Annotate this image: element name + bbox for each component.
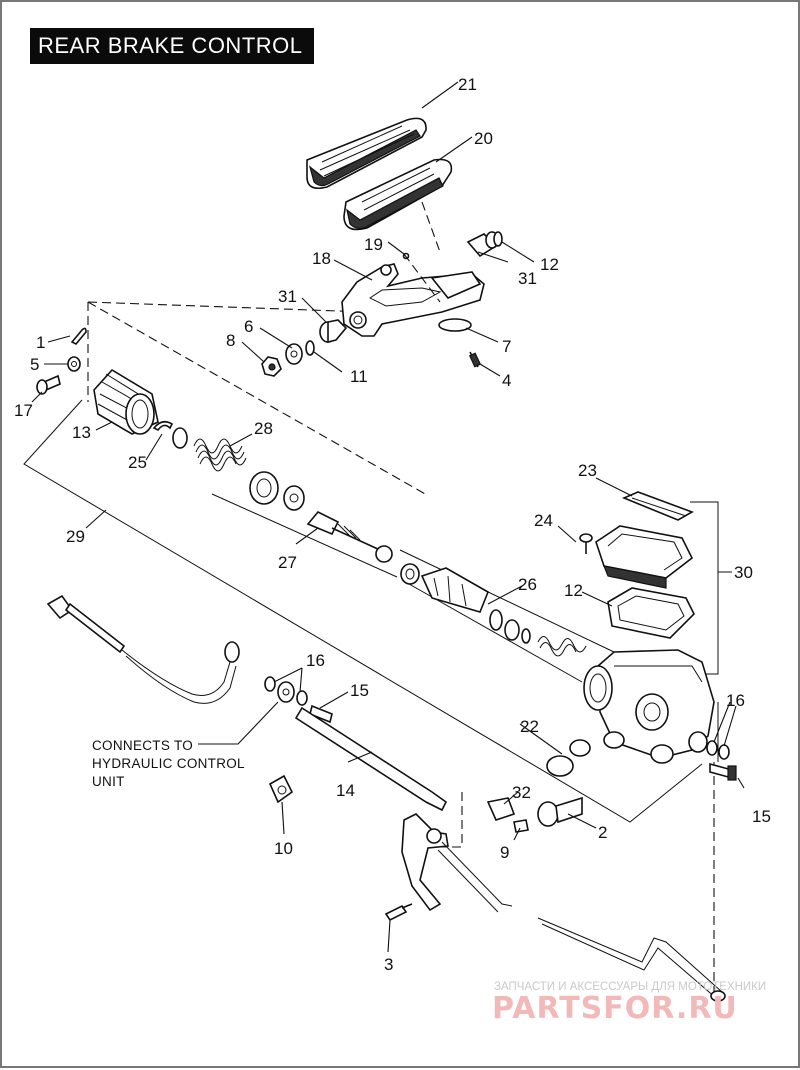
callout-11: 11: [350, 367, 368, 386]
leader-lines: [31, 81, 745, 953]
callout-15b: 15: [752, 807, 771, 826]
banjo-bolt-15b: [709, 762, 737, 781]
brake-pedal-18: [341, 263, 485, 337]
washer-6: [285, 343, 303, 365]
brake-line-14: [294, 706, 448, 812]
boot-13: [93, 368, 159, 435]
screw-4: [468, 351, 482, 368]
push-rod-27: [306, 511, 393, 563]
callout-13: 13: [72, 423, 91, 442]
callout-7: 7: [502, 337, 511, 356]
banjo-bolt-15a: [309, 704, 333, 724]
clip-10: [268, 774, 294, 804]
o-ring-22: [569, 739, 591, 757]
pedal-pad-20: [343, 158, 453, 231]
circlip-25: [152, 420, 174, 432]
callout-27: 27: [278, 553, 297, 572]
callout-16a: 16: [306, 651, 325, 670]
note-line-3: UNIT: [92, 774, 125, 789]
callout-31b: 31: [518, 269, 537, 288]
watermark: ЗАПЧАСТИ И АКСЕССУАРЫ ДЛЯ МОТОТЕХНИКИ PA…: [492, 981, 766, 1026]
piston-kit-26: [400, 563, 587, 657]
callout-10: 10: [274, 839, 293, 858]
watermark-tagline: ЗАПЧАСТИ И АКСЕССУАРЫ ДЛЯ МОТОТЕХНИКИ: [494, 981, 766, 993]
callout-6: 6: [244, 317, 253, 336]
callout-15a: 15: [350, 681, 369, 700]
connects-note: CONNECTS TO HYDRAULIC CONTROL UNIT: [92, 738, 245, 789]
cover-screw-24: [579, 533, 593, 554]
callout-12a: 12: [540, 255, 559, 274]
callout-8: 8: [226, 331, 235, 350]
washer-plate-7: [438, 318, 472, 332]
washer-16d: [296, 690, 308, 706]
washer-16a: [264, 676, 276, 692]
callout-4: 4: [502, 371, 511, 390]
clevis-pin-17: [36, 374, 61, 395]
screw-3: [384, 903, 413, 922]
callout-22: 22: [520, 717, 539, 736]
diaphragm-12b: [607, 587, 695, 639]
washer-16c: [718, 744, 730, 760]
washer-27: [283, 485, 305, 511]
cover-gasket-23: [621, 491, 694, 521]
callout-18: 18: [312, 249, 331, 268]
switch-32: [486, 797, 516, 821]
banjo-fitting: [277, 681, 295, 703]
callout-5: 5: [30, 355, 39, 374]
callout-16b: 16: [726, 691, 745, 710]
cap-22: [546, 755, 574, 777]
callout-2: 2: [598, 823, 607, 842]
callout-29: 29: [66, 527, 85, 546]
nut-8: [261, 356, 282, 377]
callout-3: 3: [384, 955, 393, 974]
ring-11: [305, 340, 315, 356]
callout-32: 32: [512, 783, 531, 802]
callout-23: 23: [578, 461, 597, 480]
callout-1: 1: [36, 333, 45, 352]
callout-30: 30: [734, 563, 753, 582]
callout-labels: 21 20 19 18 12 31 31 6 8 7 11 4 1 5 17 1…: [14, 75, 771, 974]
master-cylinder-body: [583, 649, 715, 764]
washer-16b: [706, 740, 718, 756]
callout-21: 21: [458, 75, 477, 94]
callout-26: 26: [518, 575, 537, 594]
bushing-31a: [319, 319, 348, 344]
spring-28: [193, 438, 247, 472]
bolt-2: [537, 796, 583, 827]
callout-20: 20: [474, 129, 493, 148]
pedal-linkage: [401, 813, 726, 1002]
parts-artwork: [36, 117, 737, 1002]
note-line-2: HYDRAULIC CONTROL: [92, 756, 245, 771]
callout-14: 14: [336, 781, 355, 800]
pedal-pad-cover-21: [306, 117, 427, 190]
callout-19: 19: [364, 235, 383, 254]
washer-5: [67, 356, 81, 372]
diagram-title: REAR BRAKE CONTROL: [30, 28, 314, 64]
washer-25: [172, 427, 188, 449]
callout-24: 24: [534, 511, 553, 530]
callout-9: 9: [500, 843, 509, 862]
reservoir-cover: [595, 525, 694, 589]
retainer-ring-27: [249, 471, 279, 505]
cotter-pin-1: [70, 327, 87, 345]
callout-17: 17: [14, 401, 33, 420]
watermark-logo: PARTSFOR.RU: [492, 991, 738, 1026]
brake-hose: [46, 594, 240, 704]
o-ring-12a: [493, 231, 503, 247]
callout-25: 25: [128, 453, 147, 472]
callout-31a: 31: [278, 287, 297, 306]
callout-28: 28: [254, 419, 273, 438]
note-line-1: CONNECTS TO: [92, 738, 193, 753]
fitting-9: [513, 819, 529, 833]
callout-12b: 12: [564, 581, 583, 600]
bushing-31b: [466, 231, 499, 258]
